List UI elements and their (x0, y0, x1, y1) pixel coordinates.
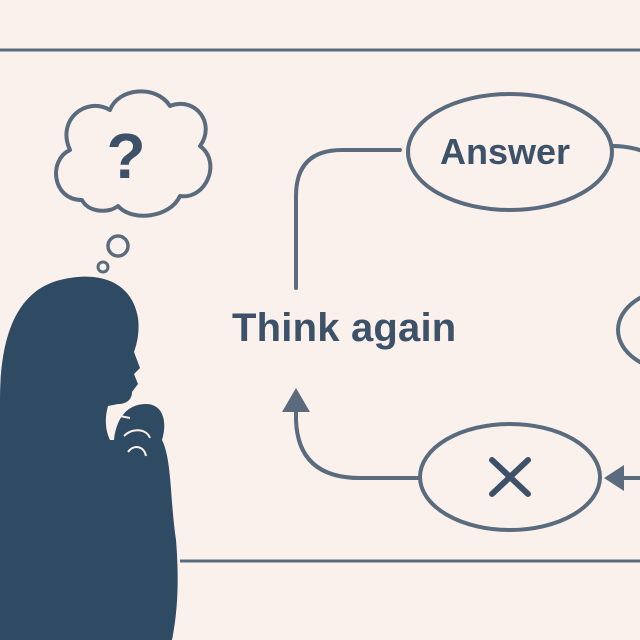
loop-connector-right (611, 144, 640, 153)
thinking-person-silhouette (0, 276, 178, 640)
thought-bubble-dot-large (106, 234, 130, 258)
close-icon (489, 457, 531, 497)
thought-bubble-cloud (54, 89, 213, 218)
arrow-left-icon (604, 465, 624, 491)
answer-node-label: Answer (439, 131, 571, 172)
loop-connector-bottom (294, 403, 422, 480)
offscreen-node (616, 295, 640, 365)
hand-finger-outline (123, 429, 151, 439)
hand-thumb-outline (111, 414, 131, 425)
think-again-label: Think again (232, 306, 457, 350)
answer-node (406, 92, 614, 212)
loop-connector-top (294, 148, 402, 290)
hand-finger-outline (127, 446, 147, 457)
thought-bubble-dot-small (96, 260, 110, 274)
arrow-up-icon (282, 388, 310, 412)
question-mark-icon: ? (106, 120, 146, 192)
